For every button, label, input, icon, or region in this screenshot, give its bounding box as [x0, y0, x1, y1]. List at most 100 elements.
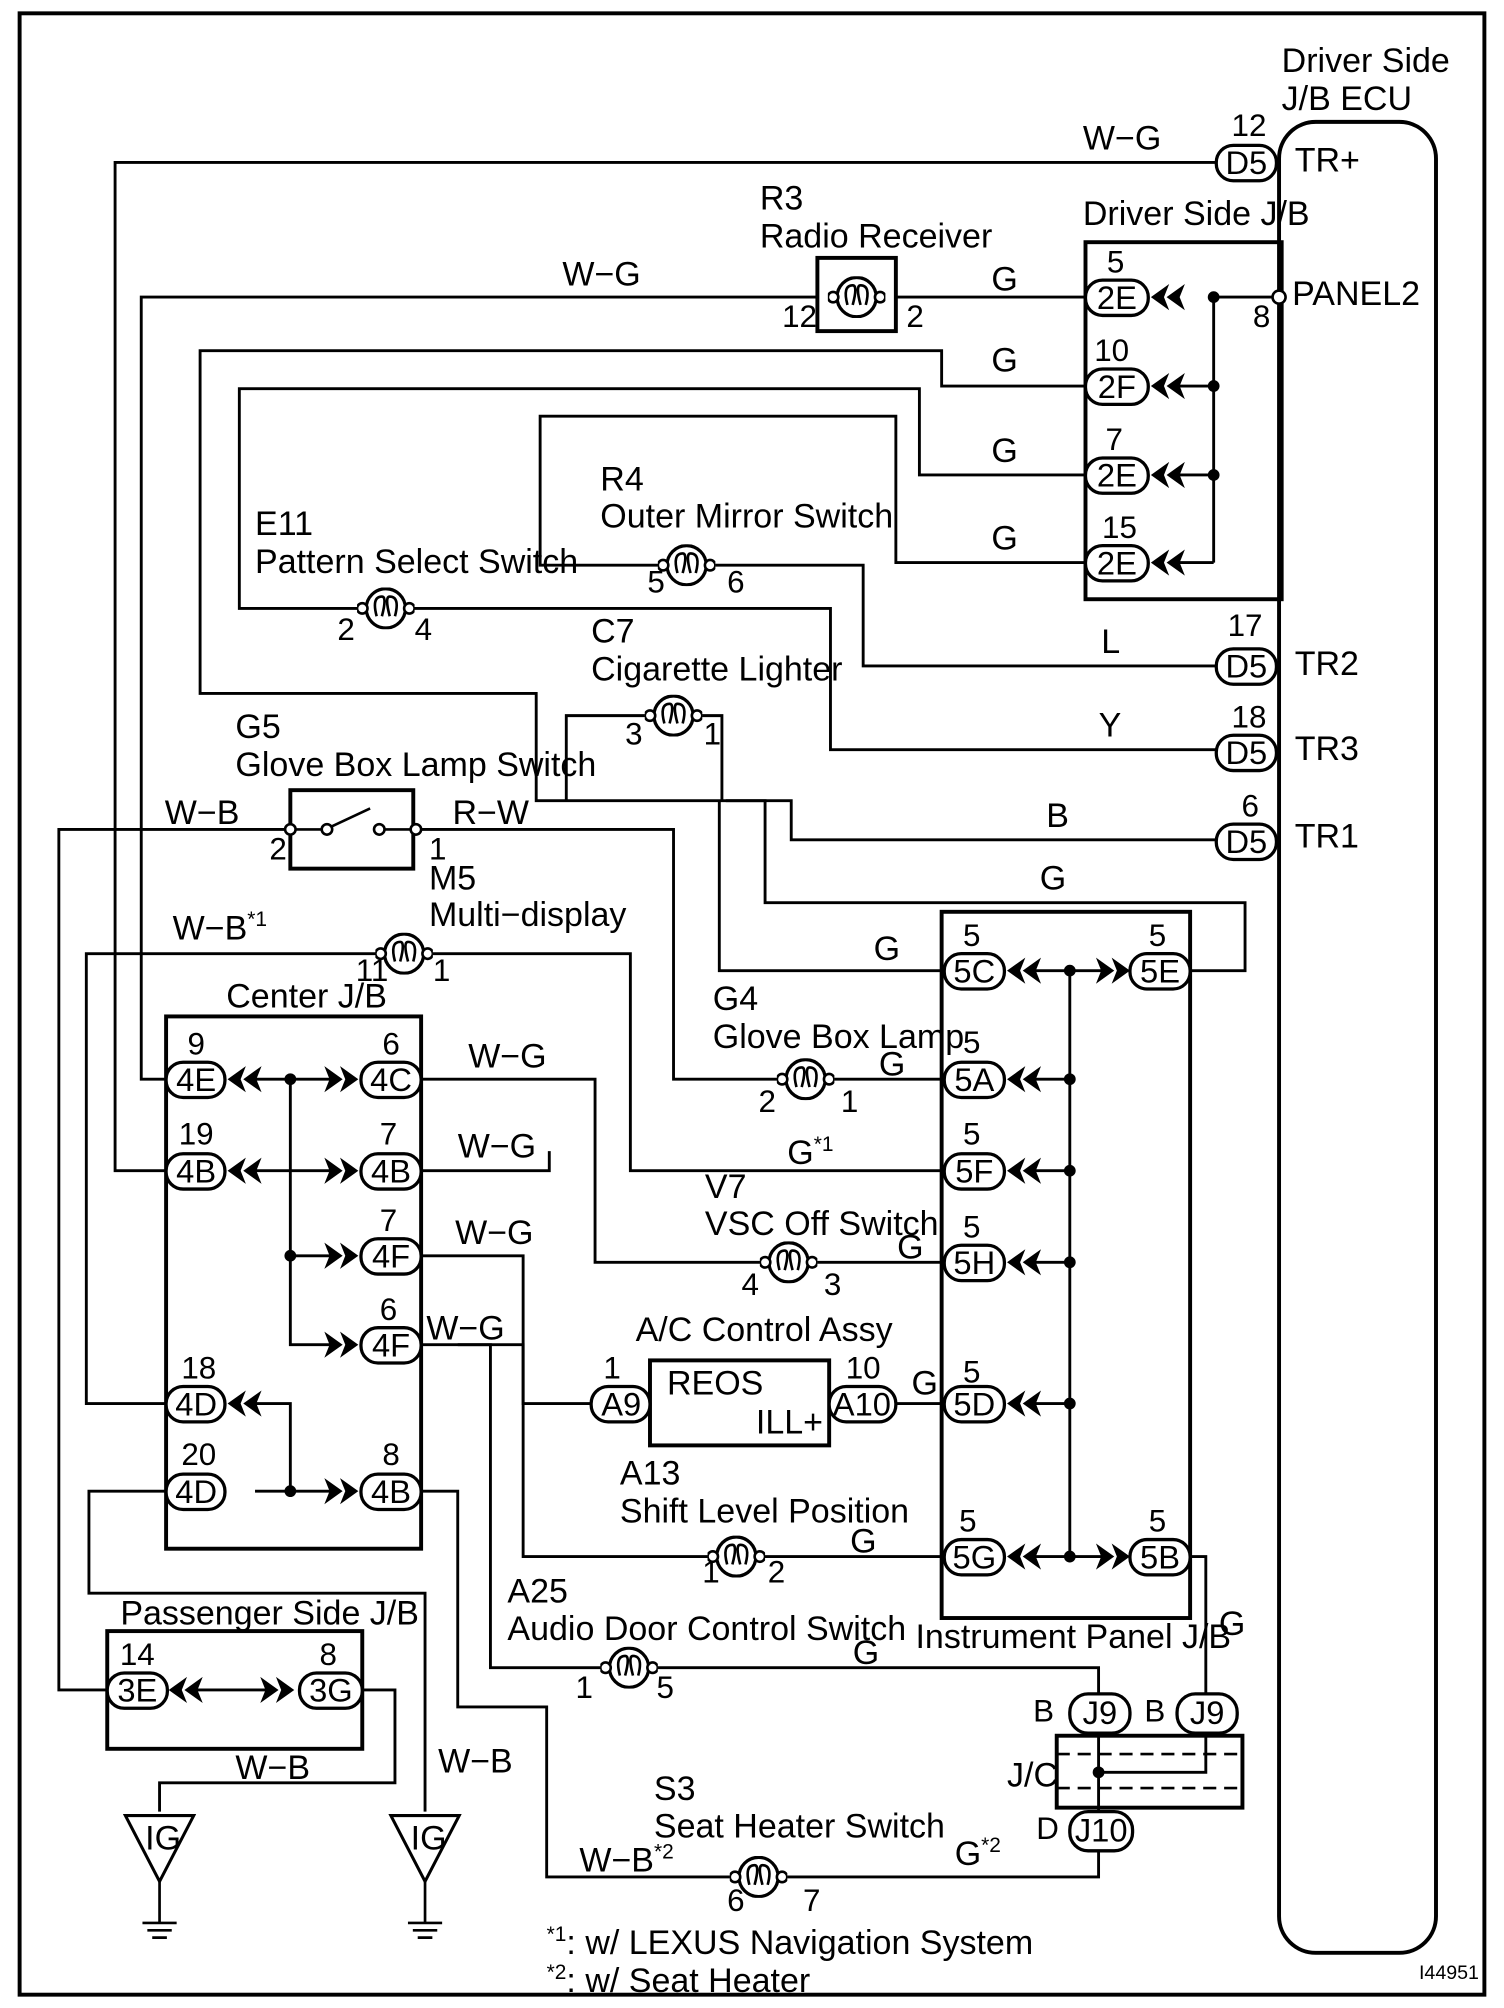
v7-pin-b: 3	[824, 1267, 841, 1302]
svg-text:W−G: W−G	[562, 255, 640, 293]
svg-text:G: G	[850, 1523, 876, 1561]
connector-5g: 5G 5	[942, 1504, 1007, 1577]
driver-side-jb	[1083, 240, 1284, 602]
e11-name: Pattern Select Switch	[255, 543, 578, 581]
svg-text:B: B	[1144, 1693, 1165, 1728]
connector-5d: 5D 5	[942, 1355, 1007, 1424]
s3-code: S3	[654, 1770, 696, 1808]
svg-text:2E: 2E	[1097, 544, 1137, 581]
s3-pin-a: 6	[727, 1883, 744, 1918]
svg-text:5: 5	[1107, 244, 1124, 279]
glove-box-lamp-icon	[776, 1058, 835, 1101]
connector-5h: 5H 5	[942, 1209, 1007, 1283]
audio-door-control-switch-lamp-icon	[600, 1646, 658, 1689]
svg-text:17: 17	[1228, 608, 1263, 643]
connector-4d-20: 4D 20	[164, 1437, 227, 1512]
c7-pin-a: 3	[625, 716, 642, 751]
wire-color-labels: W−G W−G G G G G L Y B W−B R−W G W−B*1 G …	[165, 119, 1246, 1879]
wires	[57, 160, 1280, 1879]
svg-text:6: 6	[380, 1292, 397, 1327]
footnote-2: *2: w/ Seat Heater	[547, 1961, 811, 2000]
svg-text:3E: 3E	[117, 1672, 157, 1709]
svg-text:7: 7	[380, 1203, 397, 1238]
a25-pin-b: 5	[657, 1670, 674, 1705]
r3-name: Radio Receiver	[760, 217, 992, 255]
connector-4f-6: 4F 6	[359, 1292, 423, 1365]
center-jb	[164, 1014, 424, 1551]
ecu-terminal-tr3: TR3	[1295, 730, 1359, 768]
svg-text:5F: 5F	[955, 1153, 993, 1190]
ecu-title-2: J/B ECU	[1282, 80, 1412, 118]
svg-text:A10: A10	[833, 1385, 891, 1422]
ecu-terminal-tr2: TR2	[1295, 645, 1359, 683]
ac-control-name: A/C Control Assy	[636, 1311, 893, 1349]
svg-text:5B: 5B	[1140, 1538, 1180, 1575]
svg-text:4B: 4B	[176, 1153, 216, 1190]
svg-text:D5: D5	[1225, 734, 1267, 771]
ecu-terminal-panel2: PANEL2	[1292, 275, 1420, 313]
g5-code: G5	[235, 708, 280, 746]
a13-name: Shift Level Position	[620, 1493, 909, 1531]
svg-text:8: 8	[382, 1437, 399, 1472]
svg-text:10: 10	[846, 1351, 881, 1386]
ecu-body	[1277, 119, 1438, 1955]
connector-4c: 4C 6	[359, 1026, 423, 1100]
e11-pin-a: 2	[337, 612, 354, 647]
ecu-terminal-tr-plus: TR+	[1295, 142, 1360, 180]
connector-j9-b: J9 B	[1144, 1692, 1239, 1735]
g4-pin-a: 2	[759, 1084, 776, 1119]
svg-text:5G: 5G	[953, 1538, 997, 1575]
svg-text:G: G	[874, 930, 900, 968]
m5-code: M5	[429, 860, 476, 898]
connector-4e: 4E 9	[164, 1026, 227, 1100]
g5-pin-b: 1	[429, 831, 446, 866]
svg-text:4C: 4C	[370, 1061, 412, 1098]
connector-5b: 5B 5	[1128, 1504, 1192, 1577]
svg-text:W−B*2: W−B*2	[579, 1841, 673, 1880]
junction-connector	[1054, 1733, 1245, 1810]
c7-code: C7	[591, 612, 634, 650]
svg-text:W−G: W−G	[455, 1214, 533, 1252]
svg-text:9: 9	[187, 1026, 204, 1061]
svg-text:5: 5	[963, 1355, 980, 1390]
svg-text:5A: 5A	[954, 1061, 994, 1098]
svg-text:B: B	[1046, 797, 1069, 835]
v7-code: V7	[705, 1168, 747, 1206]
r3-code: R3	[760, 179, 803, 217]
panel2-terminal	[1271, 289, 1287, 305]
s3-pin-b: 7	[803, 1883, 820, 1918]
svg-text:5C: 5C	[953, 952, 995, 989]
svg-text:B: B	[1033, 1693, 1054, 1728]
v7-pin-a: 4	[742, 1267, 759, 1302]
connector-4b-8: 4B 8	[359, 1437, 423, 1512]
svg-text:2F: 2F	[1098, 368, 1136, 405]
svg-text:L: L	[1101, 623, 1120, 661]
g5-name: Glove Box Lamp Switch	[235, 746, 596, 784]
a13-pin-a: 1	[702, 1555, 719, 1590]
ac-reos: REOS	[667, 1364, 763, 1402]
svg-text:15: 15	[1102, 510, 1137, 545]
connector-4b-19: 4B 19	[164, 1117, 227, 1191]
svg-text:A9: A9	[601, 1385, 641, 1422]
svg-text:19: 19	[179, 1117, 214, 1152]
g4-code: G4	[713, 980, 758, 1018]
svg-text:G: G	[1040, 860, 1066, 898]
c7-name: Cigarette Lighter	[591, 650, 842, 688]
svg-text:4B: 4B	[371, 1153, 411, 1190]
svg-text:5E: 5E	[1140, 952, 1180, 989]
a13-code: A13	[620, 1455, 681, 1493]
connector-4f-7: 4F 7	[359, 1203, 423, 1276]
svg-text:5: 5	[1149, 918, 1166, 953]
svg-text:W−G: W−G	[468, 1037, 546, 1075]
instrument-panel-jb-label: Instrument Panel J/B	[915, 1618, 1231, 1656]
cigarette-lighter-lamp-icon	[644, 694, 703, 737]
a25-name: Audio Door Control Switch	[507, 1610, 906, 1648]
svg-text:4D: 4D	[175, 1385, 217, 1422]
m5-name: Multi−display	[429, 896, 626, 934]
svg-text:G: G	[991, 432, 1017, 470]
svg-text:5: 5	[959, 1504, 976, 1539]
svg-text:6: 6	[1242, 788, 1259, 823]
pattern-select-switch-lamp-icon	[357, 587, 415, 630]
s3-name: Seat Heater Switch	[654, 1808, 945, 1846]
connector-4d-18: 4D 18	[164, 1351, 227, 1424]
